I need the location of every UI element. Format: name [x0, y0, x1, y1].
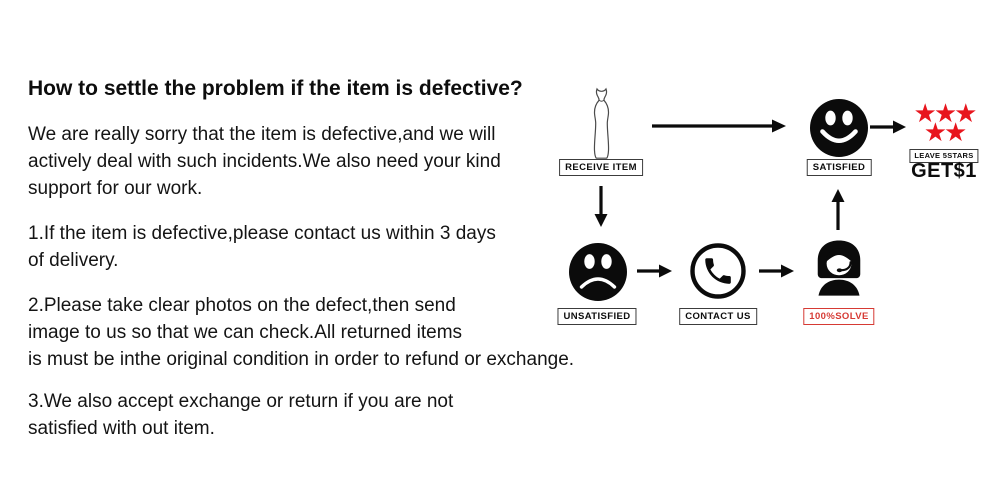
arrow-unsatisfied-to-contact — [637, 264, 672, 278]
arrow-satisfied-to-stars — [870, 120, 906, 134]
receive-item-label: RECEIVE ITEM — [559, 159, 643, 176]
arrow-contact-to-solve — [759, 264, 794, 278]
sad-face-icon — [569, 243, 627, 301]
stars-row-top: ★★★ — [913, 99, 978, 129]
intro-paragraph: We are really sorry that the item is def… — [28, 124, 501, 199]
leave-5stars-label: LEAVE 5STARS — [909, 149, 979, 163]
arrow-receive-to-satisfied — [652, 119, 786, 133]
solve-label: 100%SOLVE — [803, 308, 875, 325]
page-title: How to settle the problem if the item is… — [28, 77, 523, 100]
smiley-face-icon — [810, 99, 868, 157]
contact-us-label: CONTACT US — [679, 308, 757, 325]
arrow-solve-to-satisfied — [831, 189, 845, 230]
support-agent-icon — [817, 240, 861, 296]
policy-text-column: How to settle the problem if the item is… — [28, 77, 683, 442]
policy-point-3: 3.We also accept exchange or return if y… — [28, 391, 454, 439]
unsatisfied-label: UNSATISFIED — [557, 308, 637, 325]
get-dollar-reward-text: GET$1 — [911, 160, 977, 182]
phone-icon — [690, 243, 746, 299]
five-stars-icon: ★★★ ★★ — [913, 99, 978, 148]
stars-row-bottom: ★★ — [923, 118, 968, 148]
dress-icon — [593, 87, 610, 159]
policy-point-1: 1.If the item is defective,please contac… — [28, 223, 496, 271]
satisfied-label: SATISFIED — [806, 159, 872, 176]
arrow-receive-to-unsatisfied — [594, 186, 608, 227]
policy-point-2: 2.Please take clear photos on the defect… — [28, 295, 575, 370]
